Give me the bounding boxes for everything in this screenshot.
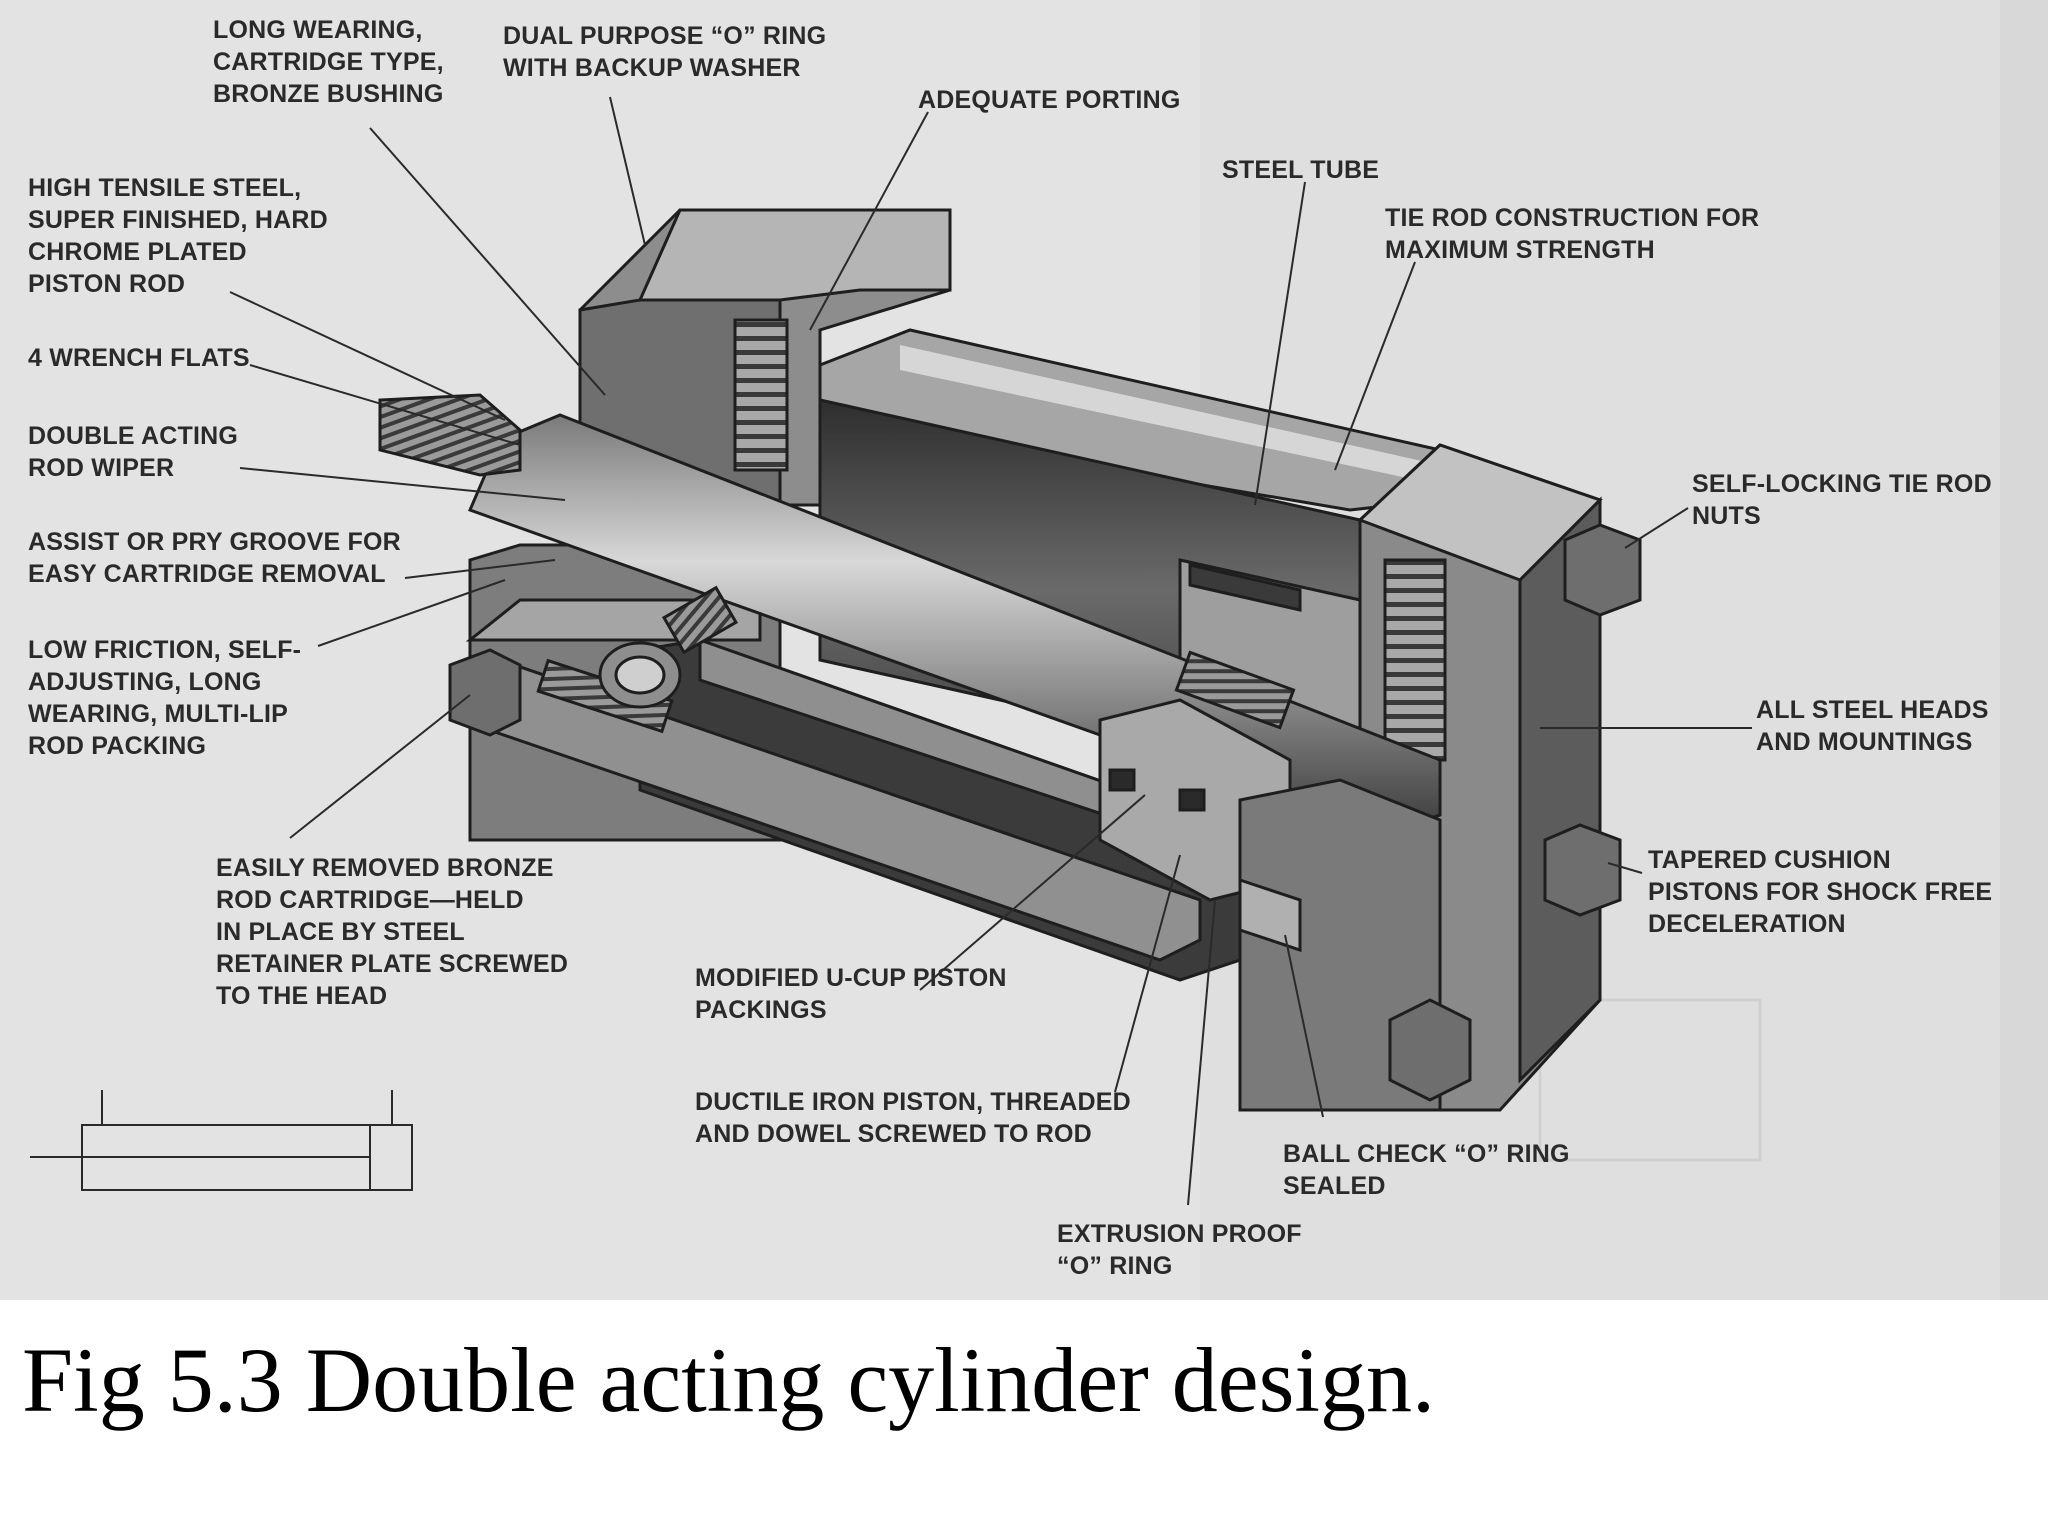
- callout-tie-rod: TIE ROD CONSTRUCTION FOR MAXIMUM STRENGT…: [1385, 204, 1760, 264]
- callout-rod-packing: LOW FRICTION, SELF- ADJUSTING, LONG WEAR…: [28, 636, 302, 760]
- callout-porting: ADEQUATE PORTING: [918, 86, 1181, 114]
- tie-rod-nuts: [448, 523, 1642, 1102]
- figure-caption: Fig 5.3 Double acting cylinder design.: [22, 1329, 1435, 1431]
- callout-cushion: TAPERED CUSHION PISTONS FOR SHOCK FREE D…: [1648, 846, 1993, 938]
- callout-o-ring-washer: DUAL PURPOSE “O” RING WITH BACKUP WASHER: [503, 22, 827, 82]
- leader-lines: [229, 96, 1752, 1206]
- callout-ball-check: BALL CHECK “O” RING SEALED: [1283, 1140, 1570, 1200]
- schematic-symbol: [30, 1090, 413, 1191]
- front-head: [578, 208, 952, 507]
- callout-piston-rod: HIGH TENSILE STEEL, SUPER FINISHED, HARD…: [28, 174, 328, 298]
- callout-u-cup: MODIFIED U-CUP PISTON PACKINGS: [695, 964, 1007, 1024]
- callout-extrusion: EXTRUSION PROOF “O” RING: [1057, 1220, 1302, 1280]
- callout-bushing: LONG WEARING, CARTRIDGE TYPE, BRONZE BUS…: [213, 16, 444, 108]
- callout-steel-heads: ALL STEEL HEADS AND MOUNTINGS: [1756, 696, 1989, 756]
- callout-rod-cartridge: EASILY REMOVED BRONZE ROD CARTRIDGE—HELD…: [216, 854, 569, 1010]
- callout-wrench-flats: 4 WRENCH FLATS: [28, 344, 250, 372]
- callout-steel-tube: STEEL TUBE: [1222, 156, 1380, 184]
- callout-rod-wiper: DOUBLE ACTING ROD WIPER: [28, 422, 238, 482]
- rear-head: [1357, 443, 1603, 1112]
- callout-pry-groove: ASSIST OR PRY GROOVE FOR EASY CARTRIDGE …: [28, 528, 401, 588]
- cylinder-cutaway-drawing: [30, 96, 1762, 1206]
- cylinder-figure: LONG WEARING, CARTRIDGE TYPE, BRONZE BUS…: [0, 0, 2048, 1300]
- callout-iron-piston: DUCTILE IRON PISTON, THREADED AND DOWEL …: [695, 1088, 1131, 1148]
- ball-check-fitting: [598, 585, 739, 709]
- callout-tie-rod-nuts: SELF-LOCKING TIE ROD NUTS: [1692, 470, 1992, 530]
